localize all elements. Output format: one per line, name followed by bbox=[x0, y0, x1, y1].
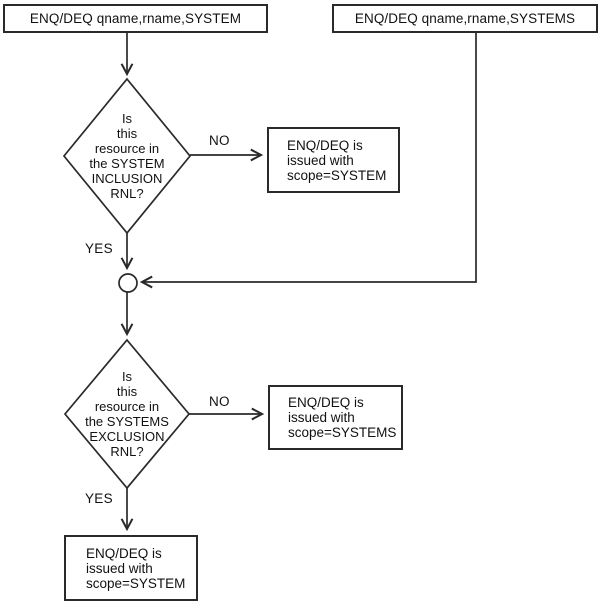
result-3-line-2: issued with bbox=[86, 560, 153, 576]
entry-box-system: ENQ/DEQ qname,rname,SYSTEM bbox=[3, 4, 268, 33]
decision-exclusion-line-2: this bbox=[116, 384, 138, 399]
decision-inclusion-line-4: the SYSTEM bbox=[89, 156, 165, 171]
result-3-line-3: scope=SYSTEM bbox=[86, 575, 186, 591]
result-box-scope-system-2: ENQ/DEQ is issued with scope=SYSTEM bbox=[64, 535, 198, 601]
decision-inclusion-line-5: INCLUSION bbox=[91, 171, 163, 186]
result-box-scope-systems: ENQ/DEQ is issued with scope=SYSTEMS bbox=[268, 385, 403, 450]
decision-inclusion-line-3: resource in bbox=[94, 141, 160, 156]
decision-inclusion-line-6: RNL? bbox=[110, 186, 144, 201]
decision-exclusion-line-3: resource in bbox=[94, 399, 160, 414]
decision-inclusion-diamond bbox=[62, 77, 192, 235]
result-1-line-2: issued with bbox=[287, 152, 354, 168]
entry-box-systems-label: ENQ/DEQ qname,rname,SYSTEMS bbox=[354, 11, 576, 26]
decision-inclusion-line-1: Is bbox=[121, 111, 133, 126]
entry-box-system-label: ENQ/DEQ qname,rname,SYSTEM bbox=[29, 11, 242, 26]
decision-exclusion-text: Is this resource in the SYSTEMS EXCLUSIO… bbox=[57, 369, 197, 459]
edge-label-inclusion-no: NO bbox=[209, 133, 230, 148]
decision-inclusion-text: Is this resource in the SYSTEM INCLUSION… bbox=[57, 111, 197, 201]
decision-exclusion-line-1: Is bbox=[121, 369, 133, 384]
decision-exclusion-diamond bbox=[63, 338, 191, 490]
arrow-entry-systems-to-junction bbox=[142, 33, 477, 282]
entry-box-systems: ENQ/DEQ qname,rname,SYSTEMS bbox=[332, 4, 598, 33]
result-3-line-1: ENQ/DEQ is bbox=[86, 545, 162, 561]
decision-exclusion-line-4: the SYSTEMS bbox=[85, 414, 169, 429]
junction-circle bbox=[118, 273, 138, 293]
edge-label-exclusion-yes: YES bbox=[85, 491, 113, 506]
edge-label-exclusion-no: NO bbox=[209, 394, 230, 409]
result-2-line-3: scope=SYSTEMS bbox=[288, 425, 397, 440]
decision-exclusion-line-6: RNL? bbox=[110, 444, 144, 459]
edge-label-inclusion-yes: YES bbox=[85, 241, 113, 256]
result-1-line-1: ENQ/DEQ is bbox=[287, 137, 363, 153]
result-2-line-1: ENQ/DEQ is bbox=[288, 395, 364, 410]
result-1-line-3: scope=SYSTEM bbox=[287, 167, 387, 183]
result-box-scope-system-1: ENQ/DEQ is issued with scope=SYSTEM bbox=[267, 127, 400, 193]
decision-inclusion-line-2: this bbox=[116, 126, 138, 141]
decision-exclusion-line-5: EXCLUSION bbox=[89, 429, 165, 444]
result-2-line-2: issued with bbox=[288, 410, 355, 425]
